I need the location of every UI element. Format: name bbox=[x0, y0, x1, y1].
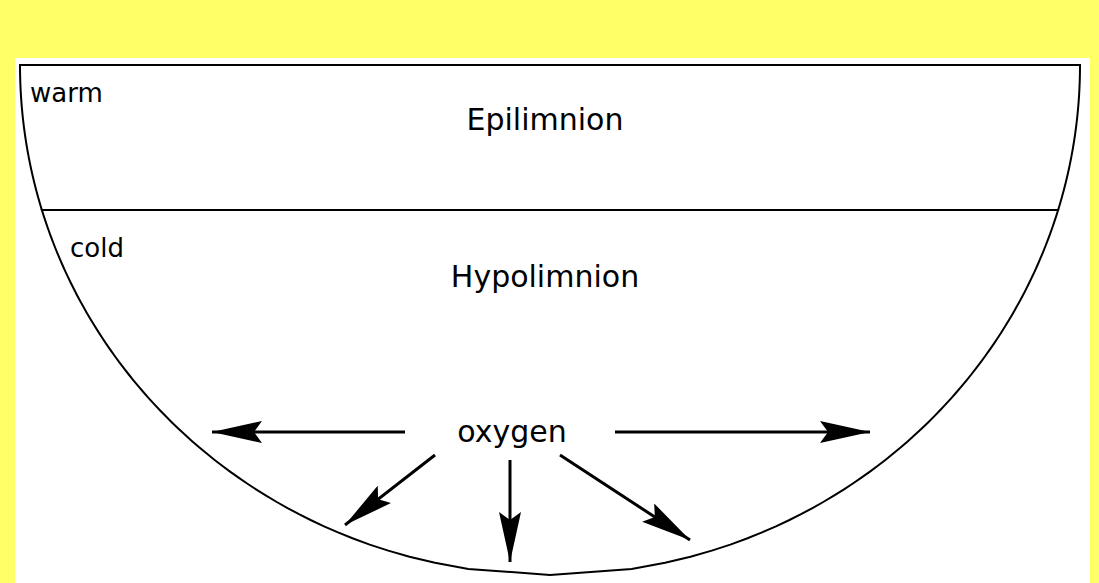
temperature-label: cold bbox=[70, 234, 124, 264]
band-outline-path bbox=[20, 65, 1080, 210]
oxygen-arrow bbox=[212, 431, 405, 434]
oxygen-arrow bbox=[615, 431, 870, 434]
band-outline-path bbox=[42, 210, 1058, 575]
hypolimnion-band: coldHypolimnion bbox=[20, 210, 1080, 575]
white-panel bbox=[15, 58, 1090, 583]
oxygen-arrow bbox=[560, 455, 690, 540]
layer-name: Epilimnion bbox=[467, 103, 624, 138]
band-outline bbox=[20, 65, 1080, 210]
oxygen-arrow bbox=[345, 455, 435, 525]
layer-name: Hypolimnion bbox=[451, 260, 639, 295]
epilimnion-band: warmEpilimnion bbox=[20, 65, 1080, 210]
oxygen-arrow bbox=[509, 460, 512, 562]
temperature-label: warm bbox=[30, 79, 103, 109]
substance-label: oxygen bbox=[455, 415, 568, 450]
